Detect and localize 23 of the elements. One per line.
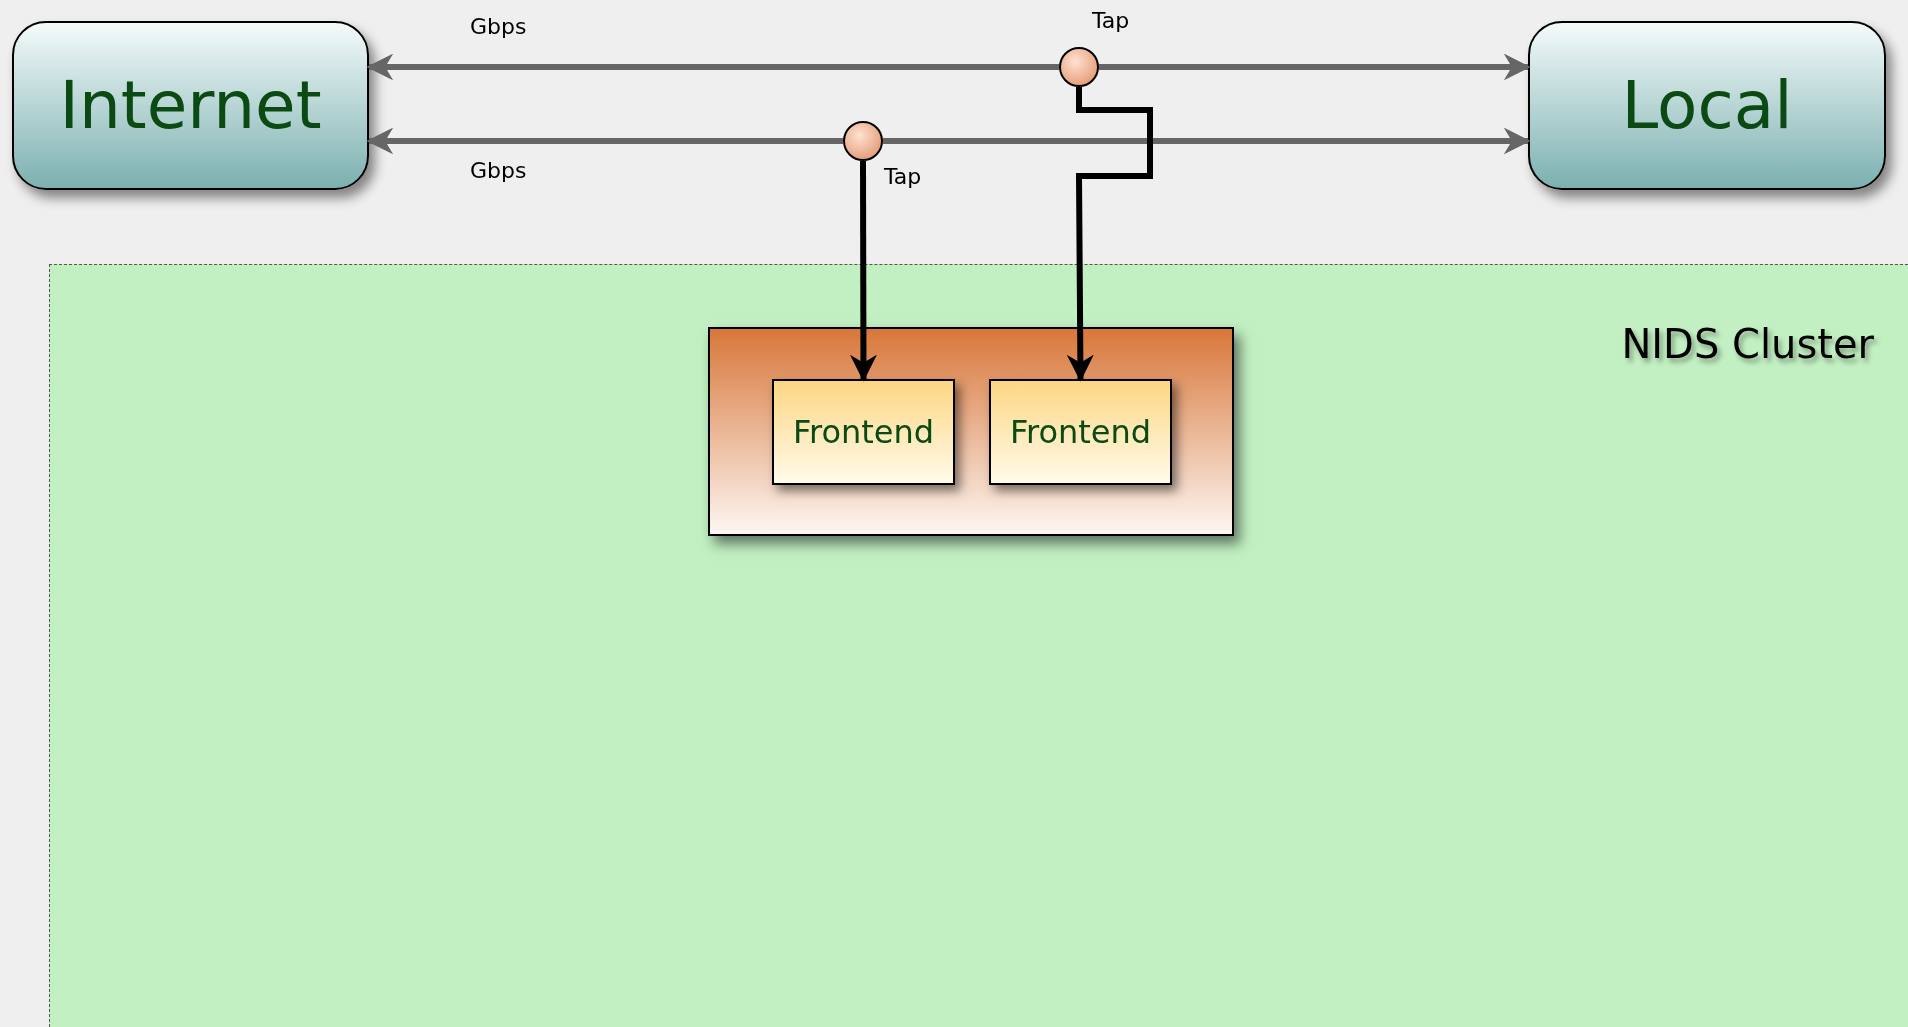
cluster-label: NIDS Cluster (1621, 321, 1874, 367)
tap-label: Tap (884, 164, 922, 189)
frontend-box (772, 379, 955, 485)
node-label: Internet (59, 67, 322, 144)
tap-circle (843, 121, 883, 161)
edge-label: Gbps (470, 14, 527, 39)
frontend-box (989, 379, 1172, 485)
node-label: Frontend (792, 413, 935, 451)
arrow (366, 53, 1059, 81)
network-box (1528, 21, 1886, 190)
group-box (708, 327, 1234, 536)
network-box (12, 21, 369, 190)
node-label: Local (1621, 67, 1793, 144)
edge-label: Gbps (470, 158, 527, 183)
arrow (883, 127, 1531, 155)
arrow (1099, 53, 1531, 81)
arrow (366, 127, 843, 155)
arrow (849, 161, 877, 382)
arrow (1066, 87, 1153, 382)
node-label: Frontend (1009, 413, 1152, 451)
tap-circle (1059, 47, 1099, 87)
cluster-region (49, 264, 1908, 1027)
tap-label: Tap (1092, 8, 1130, 33)
